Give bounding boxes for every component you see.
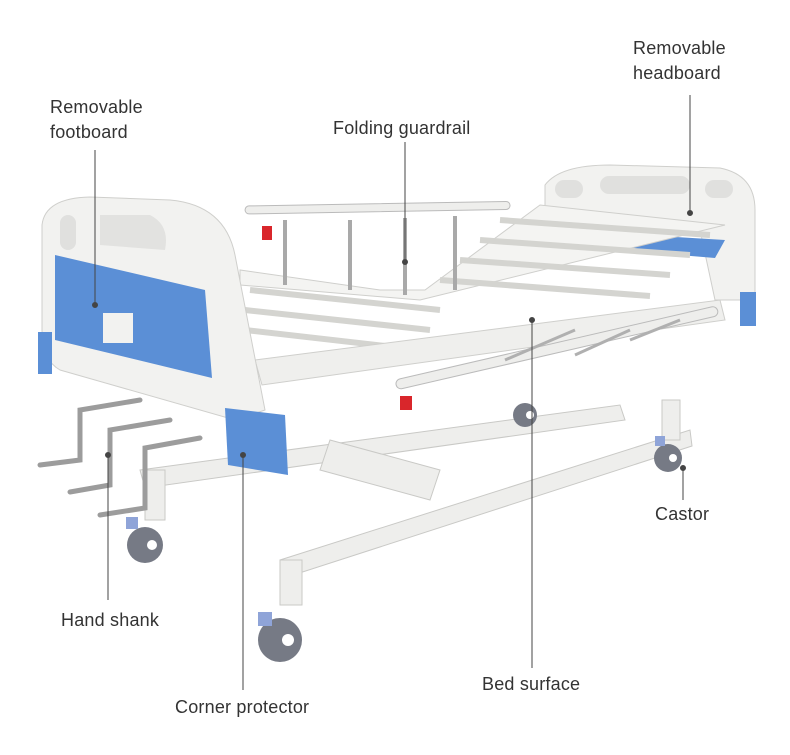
bed-surface — [74, 204, 726, 426]
base-frame — [139, 399, 693, 606]
label-corner-protector: Corner protector — [175, 697, 310, 717]
label-removable-headboard: Removable headboard — [633, 38, 726, 83]
hand-shanks — [37, 397, 203, 518]
footboard — [38, 196, 288, 475]
corner-protector — [225, 408, 288, 475]
castors — [126, 403, 682, 662]
guardrail — [244, 200, 719, 410]
label-bed-surface: Bed surface — [482, 674, 581, 694]
label-removable-footboard: Removable footboard — [50, 97, 143, 142]
label-folding-guardrail: Folding guardrail — [333, 118, 471, 138]
label-hand-shank: Hand shank — [61, 610, 160, 630]
label-castor: Castor — [655, 504, 710, 524]
leader-lines — [92, 95, 693, 690]
